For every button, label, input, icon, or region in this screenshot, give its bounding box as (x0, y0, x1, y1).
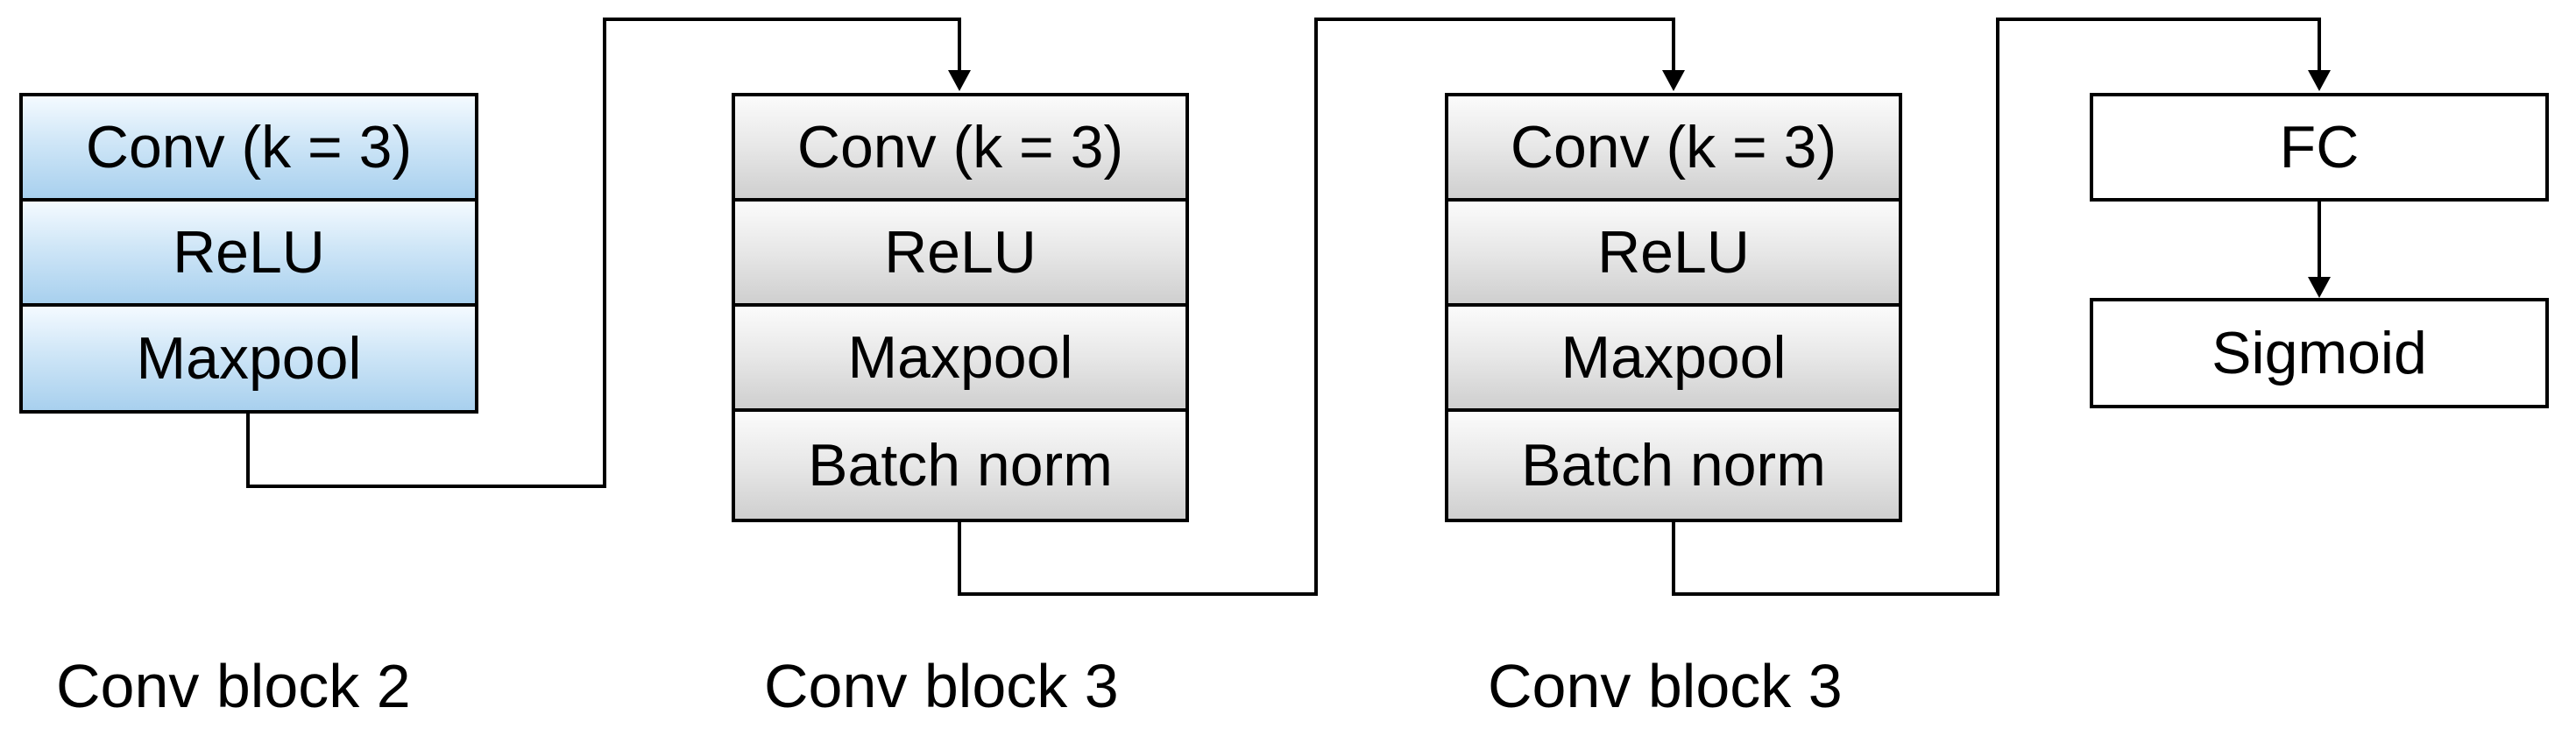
block2-layer-conv: Conv (k = 3) (732, 93, 1189, 202)
block3-layer-batchnorm: Batch norm (1445, 408, 1902, 522)
layer-label: ReLU (173, 219, 325, 286)
layer-label: Batch norm (1521, 432, 1826, 499)
block3-caption: Conv block 3 (1488, 652, 1843, 720)
connector-block2-to-block3 (958, 18, 1675, 596)
layer-label: Conv (k = 3) (1510, 114, 1837, 180)
layer-label: Conv (k = 3) (796, 114, 1124, 180)
layer-label: ReLU (1597, 219, 1750, 286)
layer-label: FC (2279, 114, 2360, 180)
block3-layer-conv: Conv (k = 3) (1445, 93, 1902, 202)
block2-layer-relu: ReLU (732, 198, 1189, 307)
block3-layer-maxpool: Maxpool (1445, 303, 1902, 412)
layer-label: Batch norm (808, 432, 1113, 499)
layer-label: Maxpool (136, 325, 362, 392)
block1-layer-relu: ReLU (19, 198, 478, 307)
layer-label: Maxpool (1560, 324, 1787, 391)
block1-caption: Conv block 2 (56, 652, 411, 720)
block2-caption: Conv block 3 (764, 652, 1119, 720)
layer-label: Maxpool (847, 324, 1073, 391)
layer-label: Sigmoid (2212, 320, 2427, 386)
layer-label: Conv (k = 3) (85, 114, 413, 180)
head-layer-fc: FC (2090, 93, 2549, 202)
head-layer-sigmoid: Sigmoid (2090, 298, 2549, 408)
connector-block1-to-block2 (246, 18, 961, 488)
block2-layer-maxpool: Maxpool (732, 303, 1189, 412)
arrowhead-sigmoid (2308, 277, 2331, 298)
arrowhead-head (2308, 70, 2331, 91)
block3-layer-relu: ReLU (1445, 198, 1902, 307)
block2-layer-batchnorm: Batch norm (732, 408, 1189, 522)
block1-layer-conv: Conv (k = 3) (19, 93, 478, 202)
layer-label: ReLU (884, 219, 1037, 286)
arrowhead-block3 (1662, 70, 1685, 91)
arrowhead-block2 (948, 70, 971, 91)
block1-layer-maxpool: Maxpool (19, 303, 478, 414)
connector-block3-to-head (1672, 18, 2321, 596)
